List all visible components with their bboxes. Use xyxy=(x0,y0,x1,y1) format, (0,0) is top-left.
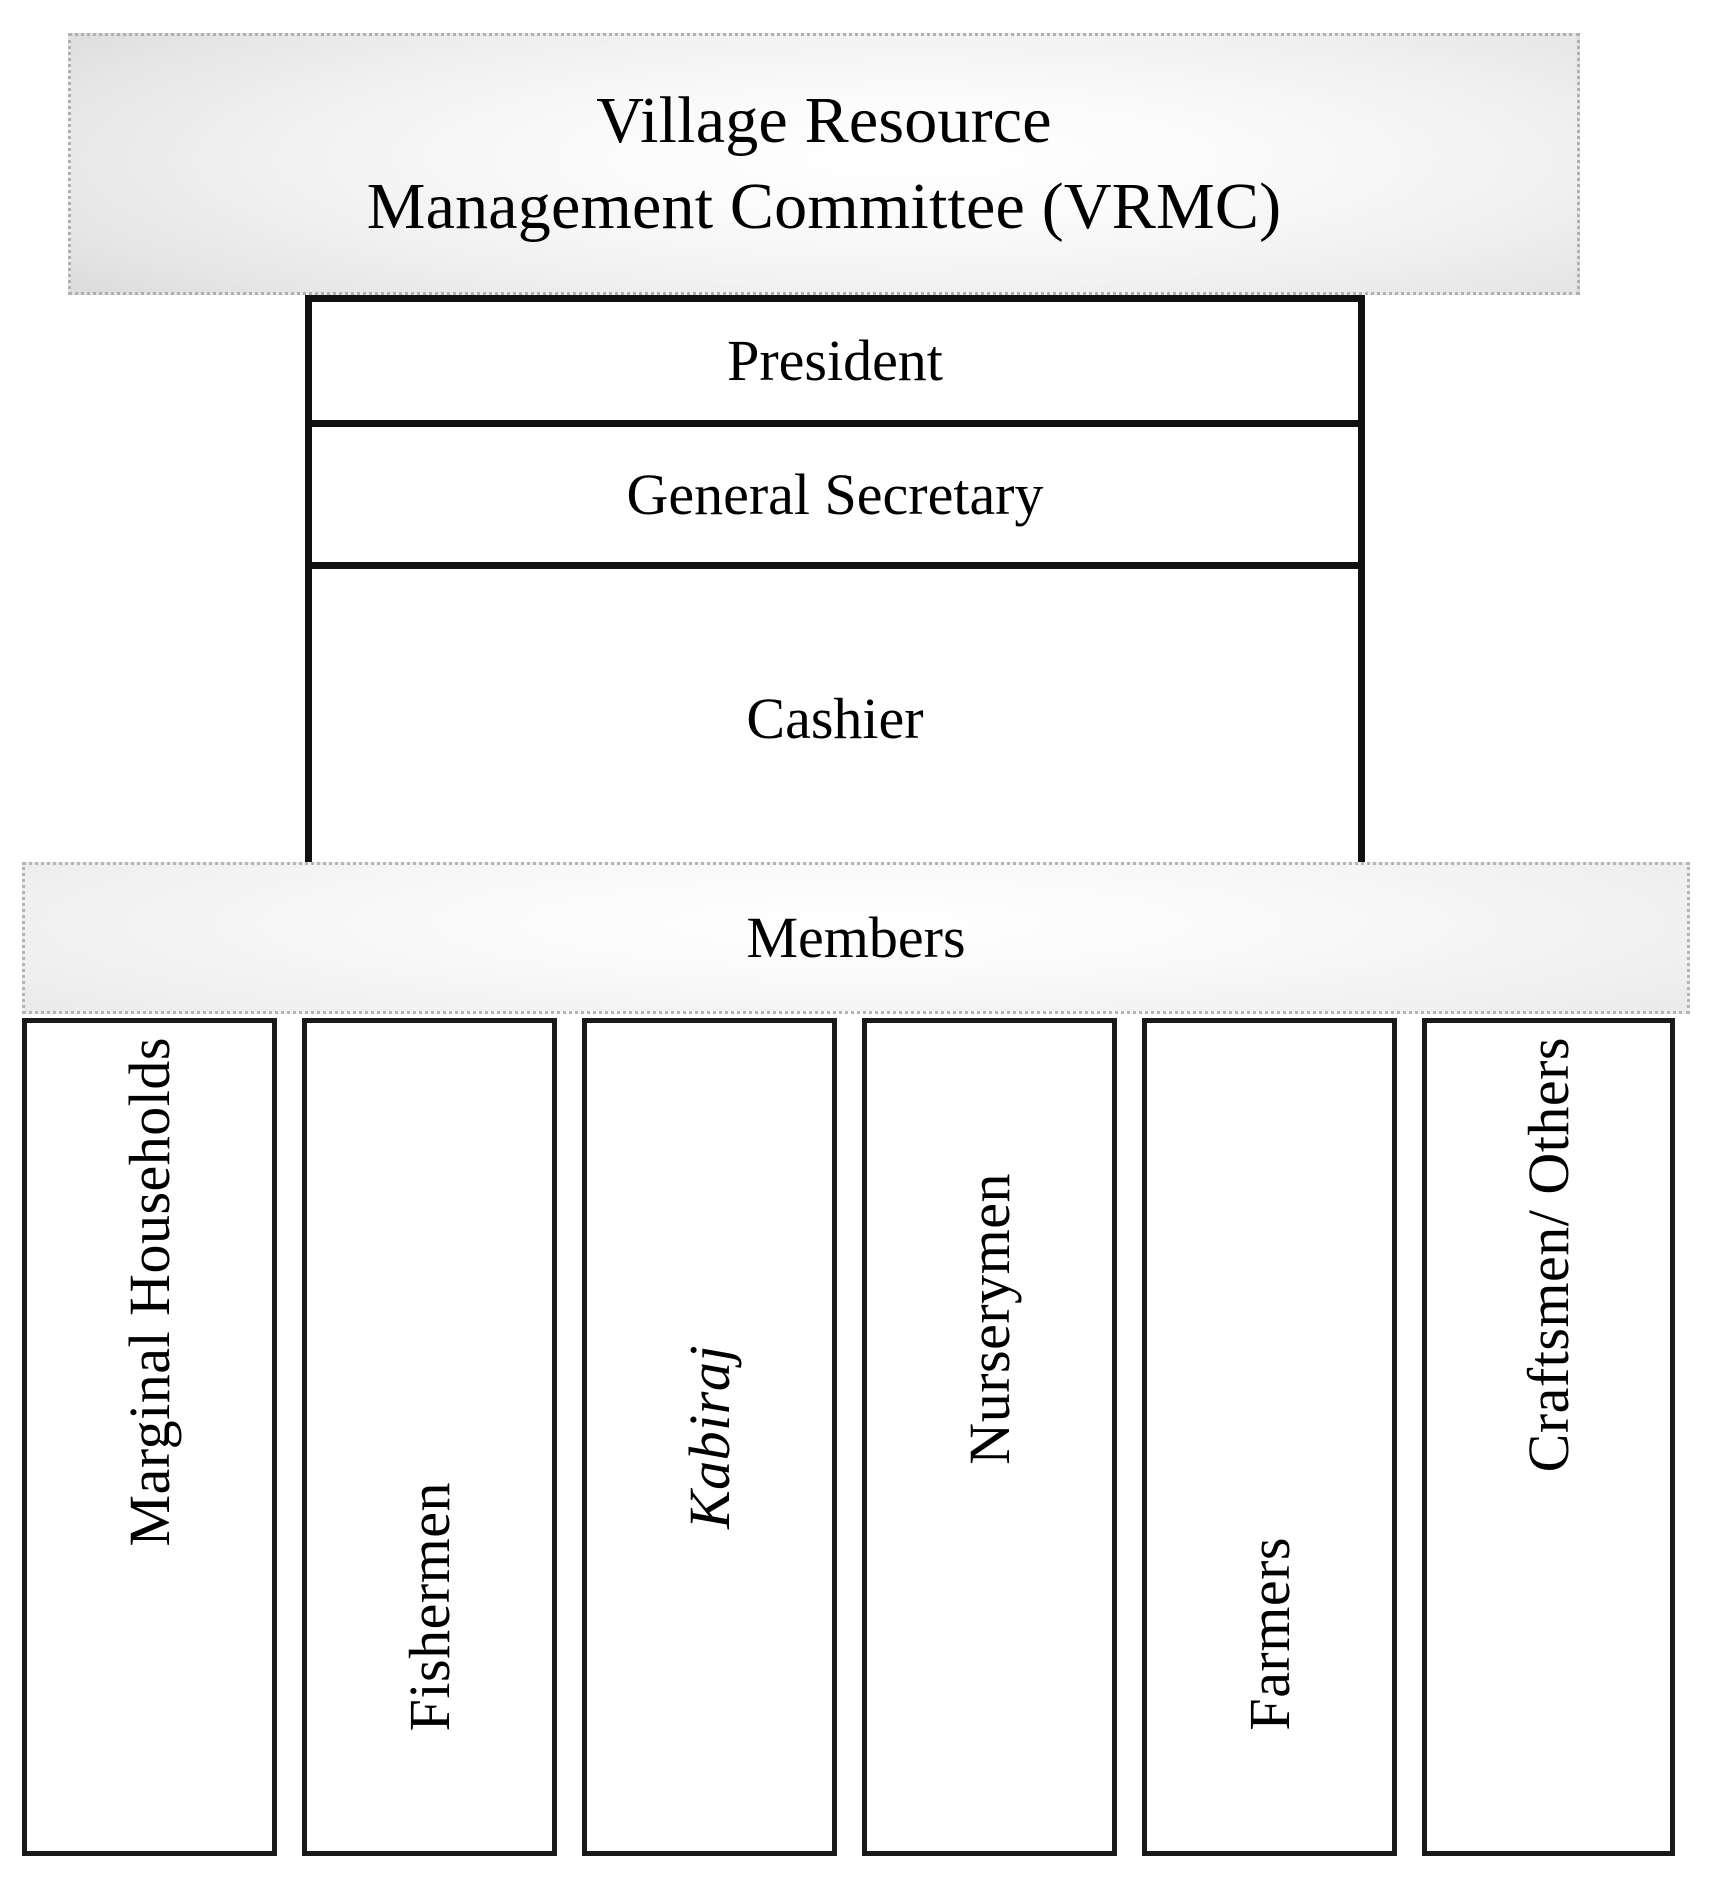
member-group-fishermen: Fishermen xyxy=(302,1018,557,1856)
member-group-marginal-households: Marginal Households xyxy=(22,1018,277,1856)
members-heading: Members xyxy=(746,905,966,970)
member-group-nurserymen: Nurserymen xyxy=(862,1018,1117,1856)
officer-label-general-secretary: General Secretary xyxy=(626,461,1044,527)
officer-label-cashier: Cashier xyxy=(746,685,924,751)
member-group-label-wrap: Kabiraj xyxy=(587,1023,832,1851)
member-group-label-craftsmen-others: Craftsmen/ Others xyxy=(1515,1037,1581,1473)
member-group-label-wrap: Fishermen xyxy=(307,1023,552,1851)
member-group-label-wrap: Nurserymen xyxy=(867,1023,1112,1851)
member-group-kabiraj: Kabiraj xyxy=(582,1018,837,1856)
vrmc-banner: Village Resource Management Committee (V… xyxy=(68,33,1580,295)
member-group-label-kabiraj: Kabiraj xyxy=(676,1345,742,1529)
member-group-columns: Marginal Households Fishermen Kabiraj Nu… xyxy=(22,1018,1690,1856)
member-group-label-wrap: Marginal Households xyxy=(27,1023,272,1851)
vrmc-banner-title: Village Resource Management Committee (V… xyxy=(366,84,1282,243)
member-group-label-farmers: Farmers xyxy=(1236,1537,1302,1731)
member-group-label-fishermen: Fishermen xyxy=(396,1481,462,1731)
member-group-craftsmen-others: Craftsmen/ Others xyxy=(1422,1018,1675,1856)
officer-label-president: President xyxy=(727,328,943,393)
member-group-label-marginal-households: Marginal Households xyxy=(116,1037,182,1547)
member-group-label-nurserymen: Nurserymen xyxy=(956,1173,1022,1465)
officer-row-general-secretary: General Secretary xyxy=(312,427,1358,569)
officer-row-president: President xyxy=(312,302,1358,427)
member-group-farmers: Farmers xyxy=(1142,1018,1397,1856)
member-group-label-wrap: Farmers xyxy=(1147,1023,1392,1851)
members-banner: Members xyxy=(22,862,1690,1014)
officer-row-cashier: Cashier xyxy=(312,569,1358,868)
member-group-label-wrap: Craftsmen/ Others xyxy=(1427,1023,1670,1851)
officer-stack: President General Secretary Cashier xyxy=(305,295,1365,868)
